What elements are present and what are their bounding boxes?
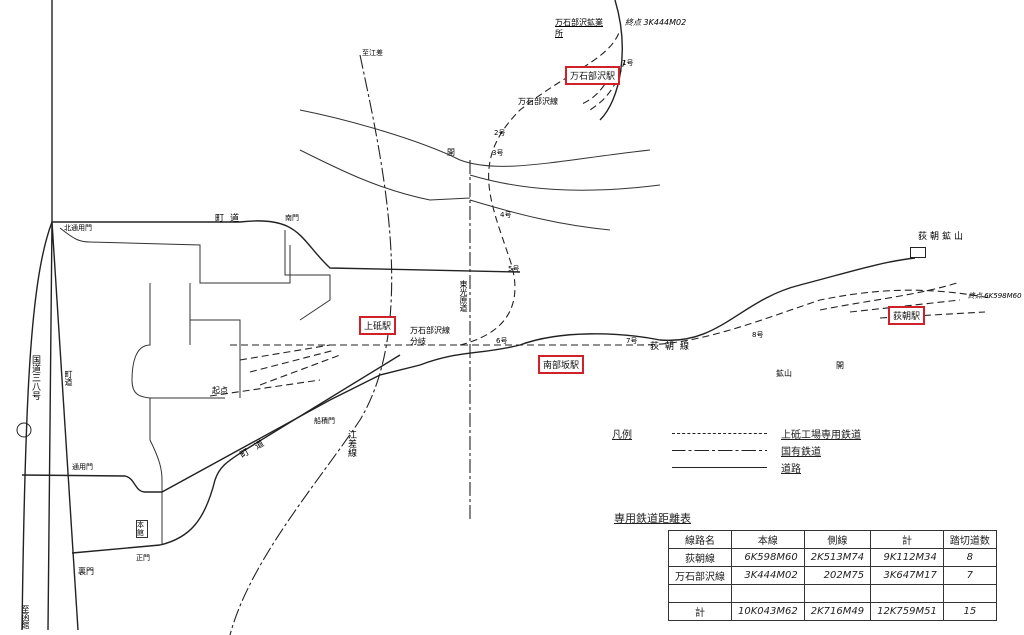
station-ogi[interactable]: 荻朝駅 xyxy=(888,306,926,325)
ogi-line-label: 荻朝線 xyxy=(650,342,696,352)
cell-empty xyxy=(870,584,944,603)
town-road-left xyxy=(51,221,79,631)
main-gate-label: 正門 xyxy=(136,554,150,562)
manseki-line-track xyxy=(459,29,621,346)
north-road-3 xyxy=(299,149,471,201)
service-gate-label: 通用門 xyxy=(72,463,93,471)
town-road-diagonal xyxy=(21,257,916,493)
table-header-row: 線路名 本線 側線 計 踏切道数 xyxy=(668,530,997,549)
cell-side: 202M75 xyxy=(803,566,872,585)
legend-item-private-rail: 上砥工場専用鉄道 xyxy=(781,430,861,441)
distance-table-title: 専用鉄道距離表 xyxy=(614,512,691,525)
legend-swatch-national-rail xyxy=(672,450,767,451)
cell-total: 12K759M51 xyxy=(870,602,944,621)
header-total: 計 xyxy=(870,530,944,549)
north-road-1 xyxy=(299,109,651,167)
station-manseki[interactable]: 万石部沢駅 xyxy=(565,66,621,85)
north-road-2 xyxy=(469,174,661,231)
legend: 凡例 上砥工場専用鉄道 国有鉄道 道路 xyxy=(612,425,861,476)
cell-empty xyxy=(942,584,997,603)
ogi-mine-label: 荻朝鉱山 xyxy=(918,232,967,242)
switch-label: 6号 xyxy=(496,337,508,345)
switch-label: 3号 xyxy=(492,149,504,157)
cell-total: 3K647M17 xyxy=(870,566,944,585)
cell-total: 9K112M34 xyxy=(870,548,944,567)
header-side-line: 側線 xyxy=(803,530,872,549)
to-esashi-label: 至江差 xyxy=(362,49,383,57)
station-kamito[interactable]: 上砥駅 xyxy=(359,316,397,335)
crossing-mark-label: 開 xyxy=(447,148,455,157)
ship-gate-label: 船積門 xyxy=(314,417,335,425)
back-gate-label: 裏門 xyxy=(78,567,94,576)
factory-boundary xyxy=(59,227,291,399)
cell-crossings: 8 xyxy=(942,548,997,567)
mine-mark-label: 鉱山 xyxy=(776,369,792,378)
table-row: 荻朝線 6K598M60 2K513M74 9K112M34 8 xyxy=(668,548,997,567)
ogi-mine-building-icon xyxy=(910,247,926,258)
legend-item-road: 道路 xyxy=(781,464,801,475)
terminus-manseki-label: 終点 3K444M02 xyxy=(625,18,687,27)
national-route-curve xyxy=(21,221,53,631)
esashi-national-line xyxy=(229,54,393,635)
factory-road xyxy=(149,230,331,545)
cell-line-name: 荻朝線 xyxy=(668,548,732,567)
town-road-lower xyxy=(71,354,401,554)
route-marker-icon xyxy=(16,422,32,438)
switch-label: 1号 xyxy=(622,59,634,67)
cell-empty xyxy=(731,584,805,603)
switch-label: 4号 xyxy=(500,211,512,219)
origin-label: 起点 xyxy=(212,386,228,395)
ogi-line-track xyxy=(230,289,991,346)
cell-side: 2K716M49 xyxy=(803,602,872,621)
cell-main: 3K444M02 xyxy=(731,566,805,585)
to-south-label: 至函館 xyxy=(21,605,30,629)
table-row: 万石部沢線 3K444M02 202M75 3K647M17 7 xyxy=(668,566,997,585)
national-route-label: 国道三八号 xyxy=(30,355,40,400)
cell-crossings: 7 xyxy=(942,566,997,585)
switch-label: 7号 xyxy=(626,337,638,345)
town-road-top-label: 町道 xyxy=(215,214,246,224)
switch-label: 2号 xyxy=(494,129,506,137)
distance-table: 線路名 本線 側線 計 踏切道数 荻朝線 6K598M60 2K513M74 9… xyxy=(668,530,997,621)
header-line-name: 線路名 xyxy=(668,530,732,549)
south-gate-label: 南門 xyxy=(285,214,299,222)
mine-road xyxy=(599,0,623,121)
esashi-line-label: 江差線 xyxy=(346,430,356,457)
cell-main: 6K598M60 xyxy=(731,548,805,567)
header-main-line: 本線 xyxy=(731,530,805,549)
town-road-top xyxy=(52,220,521,273)
header-crossings: 踏切道数 xyxy=(942,530,997,549)
table-total-row: 計 10K043M62 2K716M49 12K759M51 15 xyxy=(668,602,997,621)
cell-line-name: 万石部沢線 xyxy=(668,566,732,585)
manseki-line-label: 万石部沢線 xyxy=(518,97,558,106)
legend-swatch-road xyxy=(672,467,767,468)
manseki-branch-label: 万石部沢線分岐 xyxy=(410,326,450,346)
legend-title: 凡例 xyxy=(612,430,632,441)
table-row-empty xyxy=(668,584,997,603)
national-route-road xyxy=(47,0,53,631)
cell-side: 2K513M74 xyxy=(803,548,872,567)
cell-crossings: 15 xyxy=(942,602,997,621)
mine-office-label: 万石部沢鉱業所 xyxy=(555,18,603,38)
legend-item-national-rail: 国有鉄道 xyxy=(781,447,821,458)
crossing-mark2-label: 開 xyxy=(836,361,844,370)
east-road-label: 東光原道 xyxy=(459,280,468,312)
north-gate-label: 北通用門 xyxy=(64,224,92,232)
cell-empty xyxy=(803,584,872,603)
station-nanbuzaka[interactable]: 南部坂駅 xyxy=(538,355,585,374)
main-building-label: 本館 xyxy=(136,520,148,538)
kamito-siding xyxy=(209,344,341,397)
cell-main: 10K043M62 xyxy=(731,602,805,621)
legend-swatch-private-rail xyxy=(672,433,767,434)
switch-label: 5号 xyxy=(508,265,520,273)
cell-total-label: 計 xyxy=(668,602,732,621)
town-road-left-label: 町道 xyxy=(64,370,73,386)
switch-label: 8号 xyxy=(752,331,764,339)
terminus-ogi-label: 終点 6K598M60 xyxy=(968,292,1022,300)
cell-empty xyxy=(668,584,732,603)
